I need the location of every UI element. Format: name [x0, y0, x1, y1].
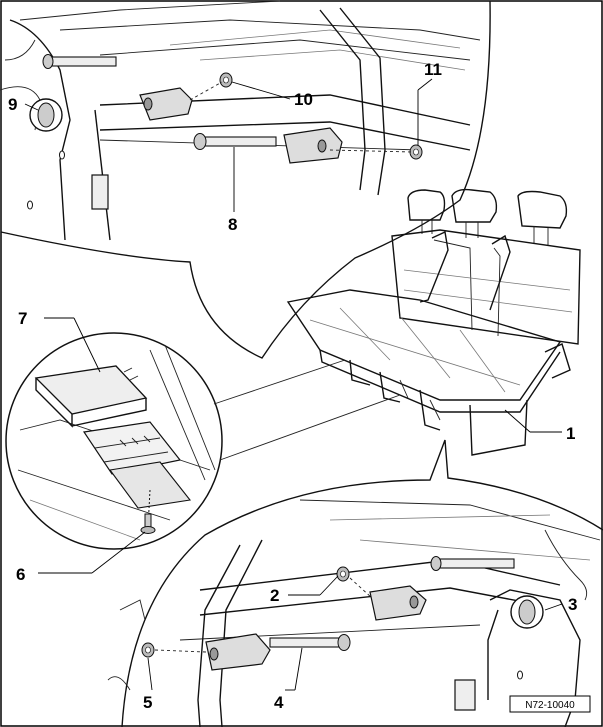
underside-detail-view [5, 332, 401, 550]
callout-8: 8 [228, 215, 237, 234]
figure-id: N72-10040 [525, 700, 575, 711]
callout-9: 9 [8, 95, 17, 114]
seat-bench [286, 188, 581, 456]
callout-11: 11 [424, 60, 442, 79]
figure-id-box: N72-10040 [509, 695, 591, 713]
leader-lines [24, 78, 563, 691]
callout-3: 3 [568, 595, 577, 614]
callout-4: 4 [274, 693, 284, 712]
callout-7: 7 [18, 309, 27, 328]
callout-10: 10 [294, 90, 313, 109]
callout-5: 5 [143, 693, 152, 712]
top-detail-view [0, 0, 491, 359]
callout-6: 6 [16, 565, 25, 584]
callout-2: 2 [270, 586, 279, 605]
callout-1: 1 [566, 424, 575, 443]
callout-labels: 1 2 3 4 5 6 7 8 9 10 11 [8, 60, 577, 712]
bottom-detail-view [107, 439, 603, 727]
